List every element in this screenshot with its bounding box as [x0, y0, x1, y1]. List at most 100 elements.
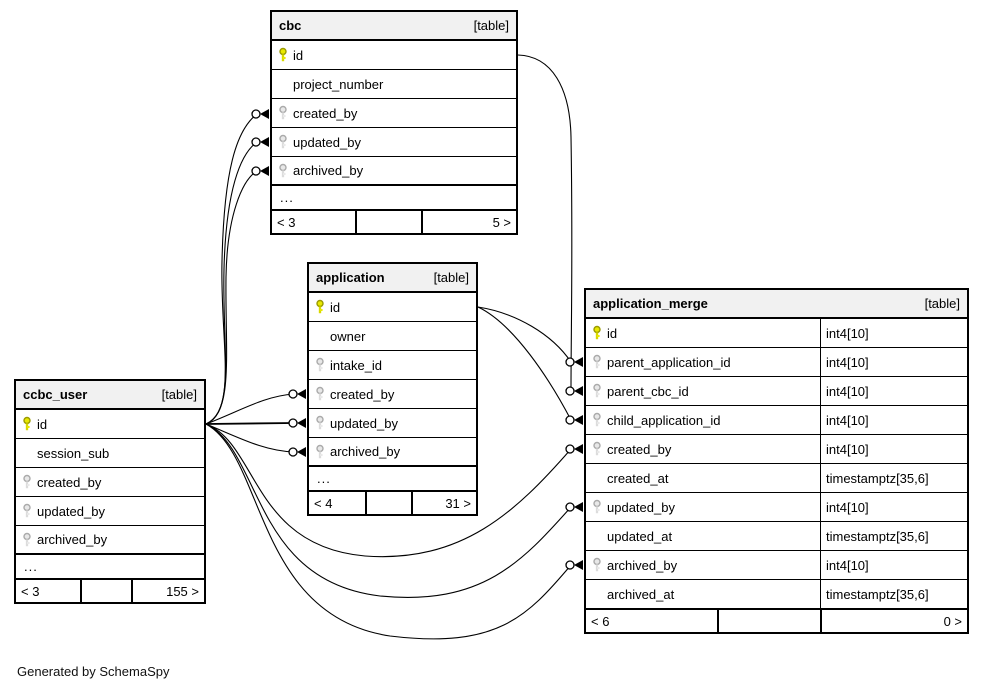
column-name: session_sub [37, 445, 110, 461]
footer-middle-cell [357, 211, 424, 233]
column-name: updated_by [330, 415, 398, 431]
ellipsis-row: ... [317, 471, 331, 486]
key-icon-slot [16, 474, 37, 490]
key-icon-slot [272, 134, 293, 150]
column-name: parent_cbc_id [607, 383, 689, 399]
column-name: created_by [607, 441, 672, 457]
relationship-line-ccbc-user-id-to-cbc-archived-by [205, 170, 258, 425]
column-name: id [330, 299, 341, 315]
key-icon-slot [16, 503, 37, 519]
fk-key-icon [592, 383, 601, 398]
column-type: int4[10] [826, 383, 869, 399]
fk-arrowhead-icon [574, 502, 583, 512]
zero-circle-icon [251, 137, 261, 147]
column-row-updated_by: updated_by [16, 497, 204, 526]
table-header[interactable]: ccbc_user[table] [16, 381, 204, 410]
column-name: created_by [293, 105, 358, 121]
key-icon-slot [586, 435, 607, 463]
column-name-cell: parent_application_id [586, 348, 821, 376]
footer-row-count: 0 > [943, 613, 962, 629]
key-icon-slot [16, 532, 37, 548]
footer-row-count: 5 > [492, 214, 511, 230]
column-row-created_by: created_by [272, 99, 516, 128]
zero-circle-icon [251, 166, 261, 176]
column-name-cell: archived_by [309, 438, 476, 465]
fk-arrowhead-icon [297, 418, 306, 428]
column-row-archived_by: archived_by [16, 526, 204, 555]
table-name: application [316, 270, 385, 285]
table-header[interactable]: cbc[table] [272, 12, 516, 41]
column-row-parent_application_id: parent_application_id int4[10] [586, 348, 967, 377]
column-name-cell: session_sub [16, 439, 204, 467]
fk-key-icon [315, 415, 324, 430]
column-name-cell: updated_by [586, 493, 821, 521]
column-type: int4[10] [826, 499, 869, 515]
key-icon-slot [309, 386, 330, 402]
relationship-line-ccbc-user-id-to-application-created-by [205, 393, 295, 425]
generator-note: Generated by SchemaSpy [17, 664, 170, 679]
key-icon-slot [586, 348, 607, 376]
fk-arrowhead-icon [574, 560, 583, 570]
column-row-id: id [309, 293, 476, 322]
fk-arrowhead-icon [260, 166, 269, 176]
column-name: updated_by [607, 499, 675, 515]
column-type: int4[10] [826, 441, 869, 457]
fk-key-icon [592, 412, 601, 427]
column-type: int4[10] [826, 354, 869, 370]
column-name: updated_at [607, 528, 673, 544]
key-icon-slot [272, 163, 293, 179]
column-row-updated_by: updated_by [309, 409, 476, 438]
column-row-created_by: created_by [16, 468, 204, 497]
column-name: parent_application_id [607, 354, 731, 370]
column-name: id [293, 47, 304, 63]
fk-key-icon [278, 105, 287, 120]
column-name: project_number [293, 76, 384, 92]
footer-column-count: < 3 [16, 580, 82, 602]
key-icon-slot [586, 406, 607, 434]
key-icon-slot [309, 444, 330, 460]
column-row-project_number: project_number [272, 70, 516, 99]
column-name: archived_by [37, 532, 108, 547]
relationship-line-ccbc-user-id-to-application-merge-created-by [205, 423, 572, 558]
fk-arrowhead-icon [297, 447, 306, 457]
column-name: intake_id [330, 357, 383, 373]
column-name-cell: project_number [272, 70, 516, 98]
column-name-cell: created_by [16, 468, 204, 496]
fk-arrowhead-icon [574, 444, 583, 454]
column-name-cell: id [272, 41, 516, 69]
fk-arrowhead-icon [260, 137, 269, 147]
column-type: timestamptz[35,6] [826, 470, 929, 486]
table-header[interactable]: application[table] [309, 264, 476, 293]
table-header[interactable]: application_merge[table] [586, 290, 967, 319]
table-name: ccbc_user [23, 387, 88, 402]
column-row-updated_by: updated_by int4[10] [586, 493, 967, 522]
fk-arrowhead-icon [574, 386, 583, 396]
column-name-cell: owner [309, 322, 476, 350]
column-type: timestamptz[35,6] [826, 586, 929, 602]
zero-circle-icon [288, 447, 298, 457]
ellipsis-row: ... [280, 190, 294, 205]
column-name: created_by [37, 474, 102, 490]
zero-circle-icon [565, 415, 575, 425]
column-name: child_application_id [607, 412, 721, 428]
fk-key-icon [278, 163, 287, 177]
column-name: archived_at [607, 586, 675, 602]
pk-key-icon [592, 325, 601, 340]
column-row-intake_id: intake_id [309, 351, 476, 380]
footer-row-count: 31 > [445, 495, 471, 511]
column-name-cell: id [309, 293, 476, 321]
column-row-parent_cbc_id: parent_cbc_id int4[10] [586, 377, 967, 406]
fk-key-icon [592, 557, 601, 572]
relationship-line-ccbc-user-id-to-application-merge-updated-by [205, 423, 572, 598]
pk-key-icon [22, 416, 31, 431]
